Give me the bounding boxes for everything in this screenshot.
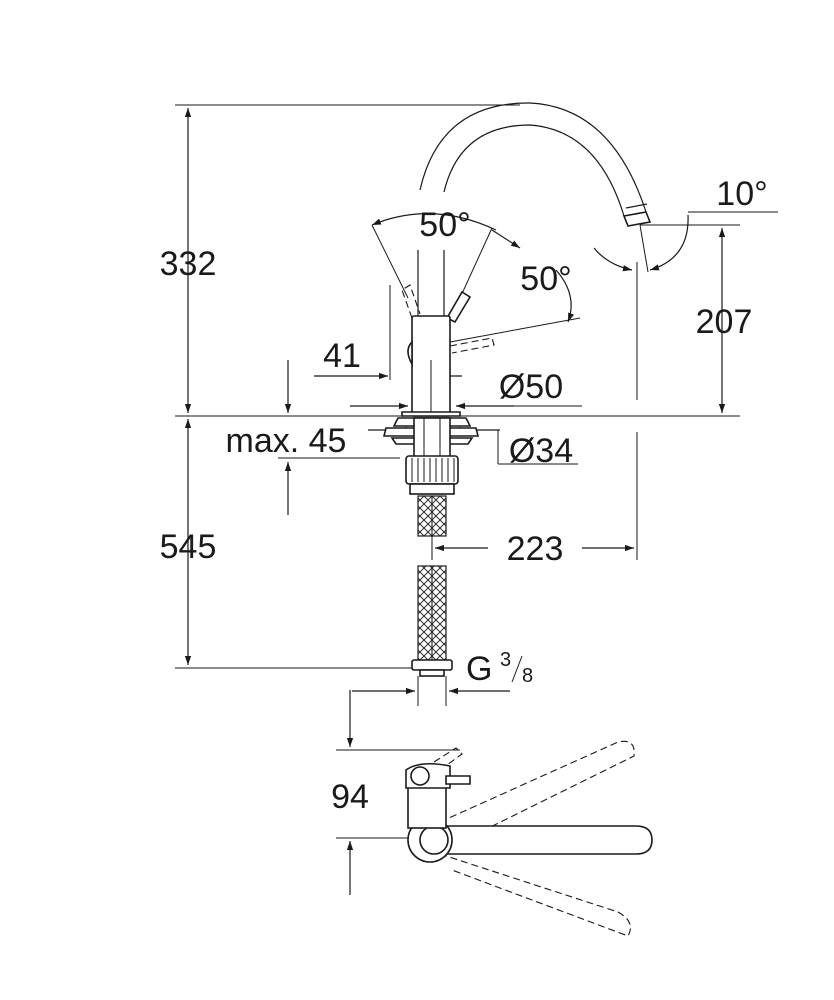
dimension-lever-angle-top: 50° — [371, 206, 521, 299]
dim-41-label: 41 — [323, 337, 361, 375]
dim-223-label: 223 — [507, 530, 564, 568]
dimension-max-deck: max. 45 — [226, 360, 400, 515]
dim-o50-label: Ø50 — [499, 368, 563, 406]
dim-207-label: 207 — [696, 303, 753, 341]
dimension-outlet-height: 207 — [696, 228, 753, 413]
dimension-lever-angle-side: 50° — [449, 260, 581, 343]
dim-94-label: 94 — [331, 778, 369, 816]
nut-ridges — [411, 458, 455, 482]
dimension-reach: 223 — [435, 530, 634, 568]
reference-lines — [175, 104, 740, 839]
dim-max45-label: max. 45 — [226, 422, 347, 460]
faucet-elevation — [382, 102, 652, 677]
dimension-below-deck: 545 — [160, 419, 217, 665]
dim-332-label: 332 — [160, 245, 217, 283]
dim-thread-g-label: G — [466, 650, 492, 688]
faucet-plan-view — [405, 740, 653, 937]
dim-50deg-side-label: 50° — [520, 260, 571, 298]
dim-545-label: 545 — [160, 528, 217, 566]
dimension-outlet-angle: 10° — [593, 175, 778, 273]
dim-10deg-label: 10° — [716, 175, 767, 213]
dimension-body-diameter: Ø50 — [350, 368, 582, 410]
dim-o34-label: Ø34 — [509, 432, 573, 470]
dim-thread-denominator: 8 — [522, 665, 533, 687]
dim-50deg-top-label: 50° — [419, 206, 470, 244]
dimension-plan-depth: 94 — [331, 690, 369, 895]
dim-thread-numerator: 3 — [500, 649, 511, 671]
dimension-total-height: 332 — [160, 108, 217, 413]
dimension-thread: G 3 8 — [352, 649, 533, 695]
